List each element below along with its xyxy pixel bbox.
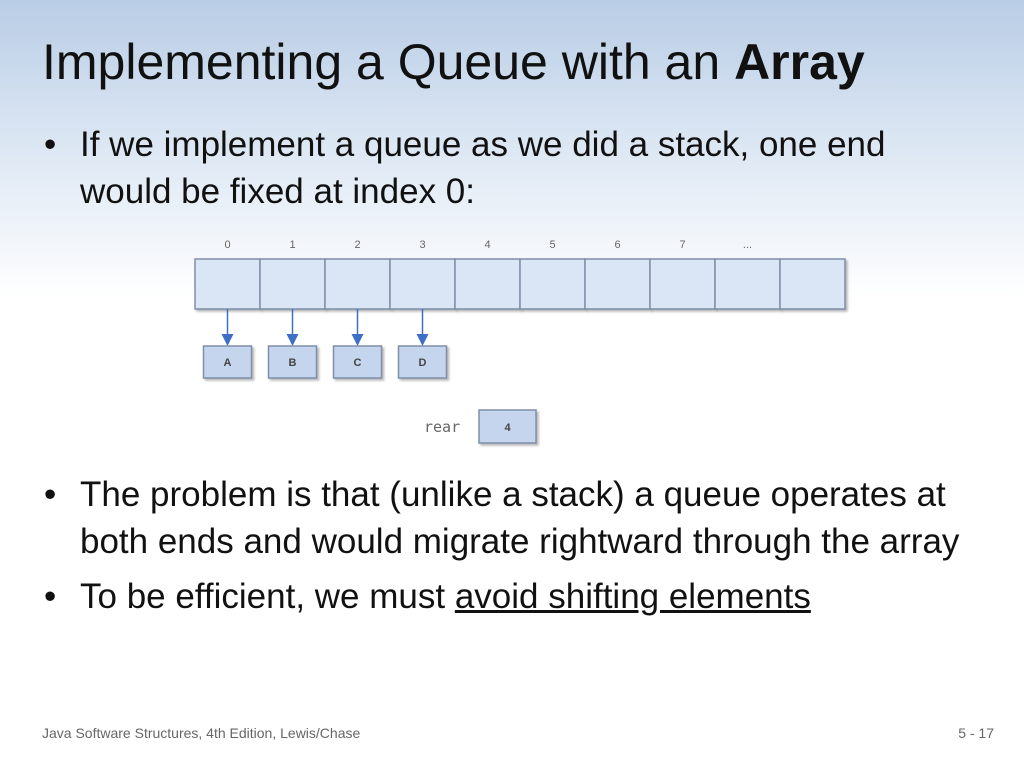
index-label: 2	[354, 239, 360, 251]
array-cell	[259, 258, 326, 310]
index-label: 4	[484, 239, 490, 251]
footer-source: Java Software Structures, 4th Edition, L…	[42, 725, 361, 741]
array-cell	[584, 258, 651, 310]
index-label: 3	[419, 239, 425, 251]
element-label: C	[354, 357, 362, 369]
bullet-problem: The problem is that (unlike a stack) a q…	[40, 471, 980, 565]
element-box	[332, 345, 383, 379]
index-label: 7	[679, 239, 685, 251]
slide-title: Implementing a Queue with an Array	[42, 30, 865, 94]
title-emphasis: Array	[734, 34, 865, 90]
rear-value: 4	[504, 422, 511, 434]
element-arrows	[221, 309, 429, 346]
index-label: 1	[289, 239, 295, 251]
array-cell	[649, 258, 716, 310]
array-cell	[389, 258, 456, 310]
array-cell	[519, 258, 586, 310]
bullet-list-bottom: The problem is that (unlike a stack) a q…	[40, 471, 980, 620]
array-cell	[454, 258, 521, 310]
rear-label: rear	[424, 418, 460, 436]
array-cell	[194, 258, 261, 310]
index-labels: 0 1 2 3 4 5 6 7...	[224, 239, 752, 251]
index-label: 0	[224, 239, 230, 251]
element-box	[397, 345, 448, 379]
bullet-efficient-text: To be efficient, we must	[80, 577, 455, 616]
bullet-fixed-index: If we implement a queue as we did a stac…	[40, 121, 980, 215]
element-label: A	[224, 357, 232, 369]
element-label: D	[419, 357, 427, 369]
array-cells	[194, 258, 846, 310]
index-label: 6	[614, 239, 620, 251]
element-boxes: A B C D	[202, 345, 448, 379]
element-box	[202, 345, 253, 379]
rear-pointer: rear 4	[424, 409, 537, 444]
index-label: ...	[743, 239, 752, 251]
array-cell	[324, 258, 391, 310]
rear-box	[478, 409, 537, 444]
queue-array-diagram: 0 1 2 3 4 5 6 7... A B C D rear 4	[194, 239, 846, 444]
index-label: 5	[549, 239, 555, 251]
array-cell	[714, 258, 781, 310]
bullet-list-top: If we implement a queue as we did a stac…	[40, 121, 980, 215]
bullet-efficient: To be efficient, we must avoid shifting …	[40, 573, 980, 620]
element-box	[267, 345, 318, 379]
array-cell	[779, 258, 846, 310]
element-label: B	[289, 357, 297, 369]
bullet-efficient-underlined: avoid shifting elements	[454, 577, 811, 616]
footer-page-number: 5 - 17	[958, 725, 994, 741]
title-text: Implementing a Queue with an	[42, 34, 735, 90]
